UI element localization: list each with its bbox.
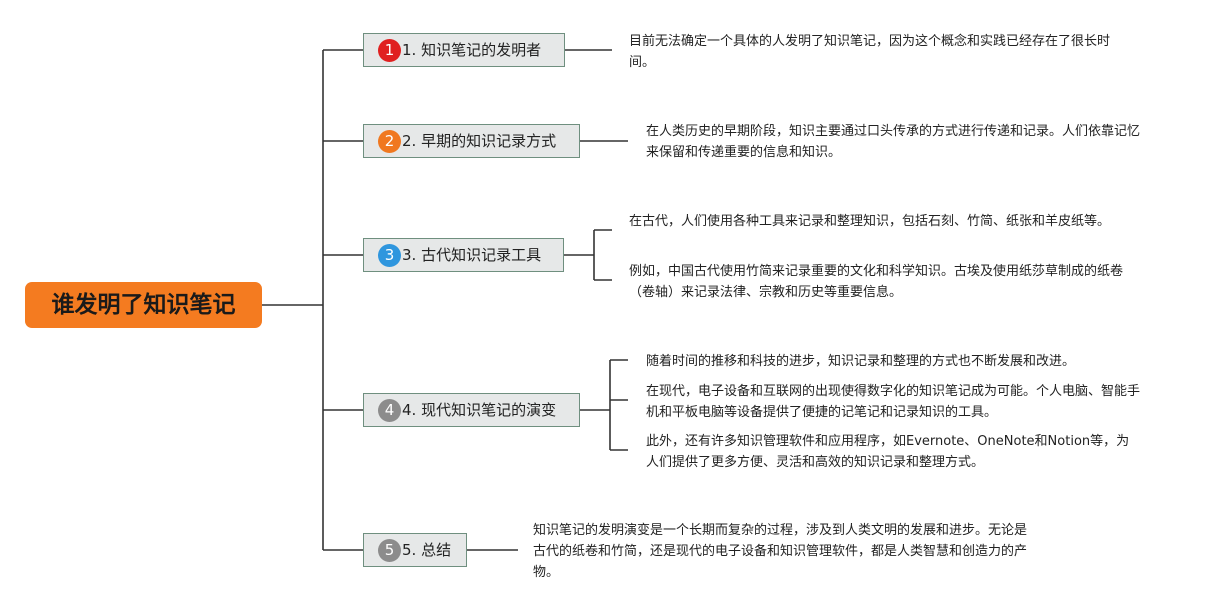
topic-5-node[interactable]: 5 5. 总结 — [363, 533, 467, 567]
topic-3-node[interactable]: 3 3. 古代知识记录工具 — [363, 238, 564, 272]
number-3-icon: 3 — [378, 244, 401, 267]
topic-4-note-3[interactable]: 此外，还有许多知识管理软件和应用程序，如Evernote、OneNote和Not… — [646, 434, 1130, 470]
number-4-icon: 4 — [378, 399, 401, 422]
topic-1-node[interactable]: 1 1. 知识笔记的发明者 — [363, 33, 565, 67]
topic-2-label: 2. 早期的知识记录方式 — [402, 132, 557, 150]
number-5-icon: 5 — [378, 539, 401, 562]
topic-5-label: 5. 总结 — [402, 541, 452, 559]
topic-1-note-1[interactable]: 目前无法确定一个具体的人发明了知识笔记，因为这个概念和实践已经存在了很长时间。 — [629, 34, 1111, 70]
topic-2-node[interactable]: 2 2. 早期的知识记录方式 — [363, 124, 580, 158]
topic-2-note-1[interactable]: 在人类历史的早期阶段，知识主要通过口头传承的方式进行传递和记录。人们依靠记忆来保… — [646, 124, 1141, 160]
topic-4-node[interactable]: 4 4. 现代知识笔记的演变 — [363, 393, 580, 427]
topic-3-note-2[interactable]: 例如，中国古代使用竹简来记录重要的文化和科学知识。古埃及使用纸莎草制成的纸卷（卷… — [629, 264, 1124, 300]
topic-4-note-1[interactable]: 随着时间的推移和科技的进步，知识记录和整理的方式也不断发展和改进。 — [646, 354, 1076, 369]
topic-3-note-1[interactable]: 在古代，人们使用各种工具来记录和整理知识，包括石刻、竹简、纸张和羊皮纸等。 — [629, 214, 1111, 229]
number-1-icon: 1 — [378, 39, 401, 62]
topic-5-note-1[interactable]: 知识笔记的发明演变是一个长期而复杂的过程，涉及到人类文明的发展和进步。无论是古代… — [533, 523, 1028, 580]
root-topic[interactable]: 谁发明了知识笔记 — [25, 282, 262, 328]
topic-3-label: 3. 古代知识记录工具 — [402, 246, 542, 264]
topic-4-note-2[interactable]: 在现代，电子设备和互联网的出现使得数字化的知识笔记成为可能。个人电脑、智能手机和… — [646, 384, 1141, 420]
topic-4-label: 4. 现代知识笔记的演变 — [402, 401, 557, 419]
number-2-icon: 2 — [378, 130, 401, 153]
topic-1-label: 1. 知识笔记的发明者 — [402, 41, 542, 59]
